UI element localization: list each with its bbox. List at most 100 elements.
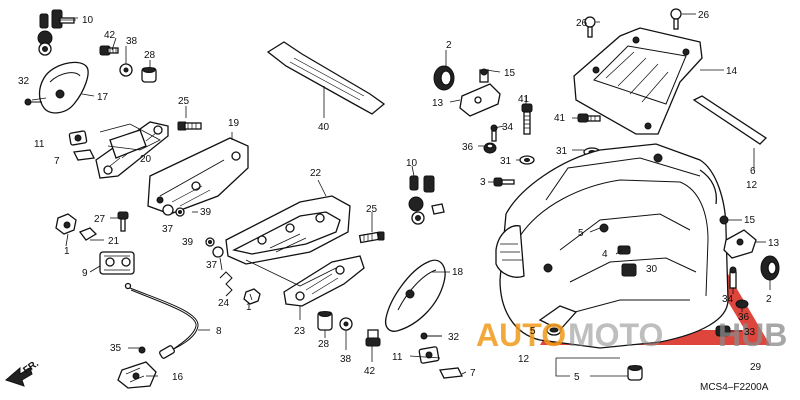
callout-21: 21 <box>108 236 120 247</box>
callout-13-right: 13 <box>768 238 780 249</box>
watermark-text: AUTO MOTO HUB <box>476 317 787 353</box>
callout-41: 41 <box>518 94 530 105</box>
callout-5: 5 <box>578 228 584 239</box>
callout-29: 29 <box>750 362 762 373</box>
callout-33: 33 <box>744 327 756 338</box>
callout-32: 32 <box>18 76 30 87</box>
callout-37: 37 <box>162 224 174 235</box>
grab-handle-18 <box>384 259 446 332</box>
nut-11-clip-7-left <box>68 130 95 161</box>
callout-23: 23 <box>294 326 306 337</box>
callout-10: 10 <box>82 15 94 26</box>
bolt-41-31-left <box>519 103 535 165</box>
front-direction-arrow <box>5 366 33 387</box>
callout-40: 40 <box>318 122 330 133</box>
callout-9: 9 <box>82 268 88 279</box>
strap-40 <box>266 41 386 118</box>
callout-28: 28 <box>144 50 156 61</box>
rubber-feet-5 <box>546 324 643 381</box>
callout-15-right: 15 <box>744 215 756 226</box>
key-cylinder-top-left <box>37 9 78 56</box>
callout-1: 1 <box>64 246 70 257</box>
trunk-base-body <box>495 143 729 349</box>
callout-38-center: 38 <box>340 354 352 365</box>
callout-39: 39 <box>200 207 212 218</box>
watermark-word-moto: MOTO <box>568 317 663 353</box>
bolts-34-36-top <box>483 124 498 154</box>
small-parts-center <box>205 237 261 305</box>
callout-28-center: 28 <box>318 339 330 350</box>
strip-6 <box>692 95 768 170</box>
callout-4: 4 <box>602 249 608 260</box>
callout-15: 15 <box>504 68 516 79</box>
callout-35: 35 <box>110 343 122 354</box>
callout-10-center: 10 <box>406 158 418 169</box>
release-cable-8 <box>124 282 199 359</box>
callout-25: 25 <box>178 96 190 107</box>
callout-24: 24 <box>218 298 230 309</box>
screw-32-center <box>420 332 442 340</box>
nut-11-clip-7-center <box>418 346 463 379</box>
watermark-word-hub: HUB <box>718 317 787 353</box>
callout-39-center: 39 <box>182 237 194 248</box>
callout-26-right: 26 <box>698 10 710 21</box>
hinge-23 <box>283 255 365 307</box>
top-cover-14 <box>573 27 703 135</box>
callout-8: 8 <box>216 326 222 337</box>
key-cylinder-center <box>408 175 445 225</box>
callout-7-center: 7 <box>470 368 476 379</box>
callout-2-right: 2 <box>766 294 772 305</box>
callout-31-right: 31 <box>556 146 568 157</box>
diagram-code: MCS4–F2200A <box>700 382 769 393</box>
hinge-plate-22 <box>225 195 351 265</box>
callout-12-lower: 12 <box>518 354 530 365</box>
washer-39-37-upper <box>162 204 185 217</box>
callout-34: 34 <box>502 122 514 133</box>
callout-25-center: 25 <box>366 204 378 215</box>
callout-18: 18 <box>452 267 464 278</box>
callout-7: 7 <box>54 156 60 167</box>
callout-5-bottom: 5 <box>574 372 580 383</box>
callout-30: 30 <box>646 264 658 275</box>
callout-32-center: 32 <box>448 332 460 343</box>
bolt-25-top <box>177 121 202 131</box>
screw-26-left <box>584 16 596 38</box>
callout-12-right: 12 <box>746 180 758 191</box>
callout-17: 17 <box>97 92 109 103</box>
callout-6: 6 <box>750 166 756 177</box>
callout-3: 3 <box>480 177 486 188</box>
callout-20: 20 <box>140 154 152 165</box>
leader-lines <box>58 13 771 377</box>
bracket-13-top <box>459 68 501 117</box>
watermark-word-auto: AUTO <box>476 317 566 353</box>
callout-41-right: 41 <box>554 113 566 124</box>
callout-19: 19 <box>228 118 240 129</box>
callout-11: 11 <box>34 139 45 150</box>
callout-34-right: 34 <box>722 294 734 305</box>
callout-37-center: 37 <box>206 260 218 271</box>
callout-5-lower: 5 <box>530 326 536 337</box>
callout-27: 27 <box>94 214 106 225</box>
callout-14: 14 <box>726 66 738 77</box>
callout-16: 16 <box>172 372 184 383</box>
grab-handle-cover-17 <box>24 61 89 114</box>
callout-38: 38 <box>126 36 138 47</box>
callout-11-center: 11 <box>392 352 403 363</box>
bracket-19 <box>147 137 249 215</box>
callout-36-right: 36 <box>738 312 750 323</box>
callout-2: 2 <box>446 40 452 51</box>
bolt-27-hinge-21 <box>55 211 135 275</box>
screw-3 <box>493 177 515 187</box>
callout-22: 22 <box>310 168 322 179</box>
callout-31: 31 <box>500 156 512 167</box>
hinge-bracket-20 <box>95 121 169 179</box>
callout-42: 42 <box>104 30 116 41</box>
screw-26-right <box>670 8 682 30</box>
callout-26-left: 26 <box>576 18 588 29</box>
callout-42-center: 42 <box>364 366 376 377</box>
rubber-2-top <box>433 65 455 91</box>
callout-1-center: 1 <box>246 302 252 313</box>
callout-labels: 10 42 38 28 32 17 25 19 11 7 20 40 22 39… <box>18 10 780 383</box>
